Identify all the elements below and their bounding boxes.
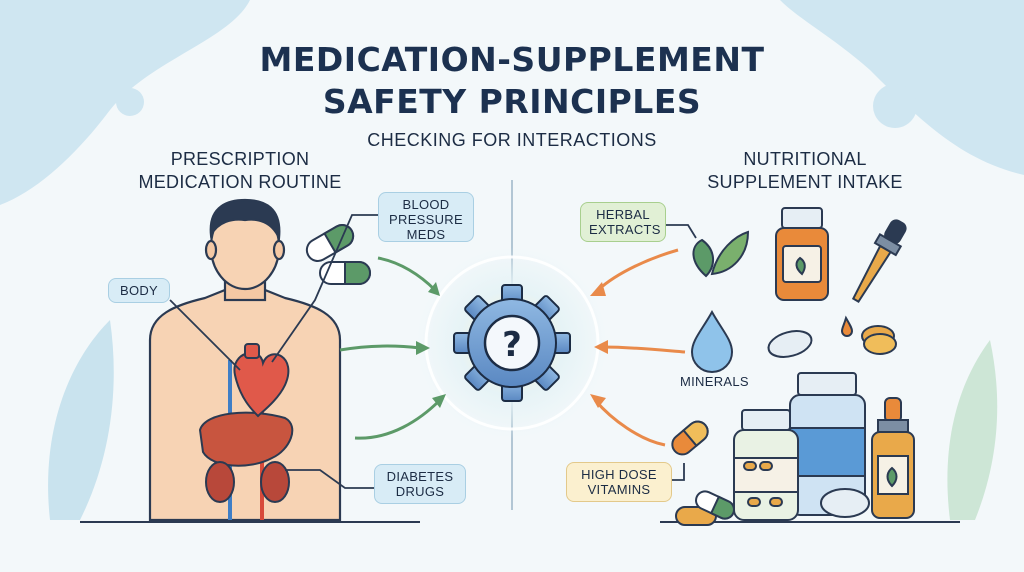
top-right-bubble bbox=[873, 84, 917, 128]
dropper-icon bbox=[840, 219, 907, 337]
left-leaf bbox=[48, 320, 114, 520]
leader-lines bbox=[169, 214, 697, 489]
subtitle: CHECKING FOR INTERACTIONS bbox=[367, 130, 657, 150]
title-line-1: MEDICATION-SUPPLEMENT bbox=[259, 40, 765, 79]
supplement-bottles-bottom bbox=[733, 372, 915, 521]
mineral-drop-icon bbox=[690, 309, 734, 373]
diabetes-label-line-2: DRUGS bbox=[395, 484, 445, 499]
organ-illustrations bbox=[198, 343, 294, 520]
top-left-blob bbox=[0, 0, 250, 205]
body-label-text: BODY bbox=[119, 283, 159, 298]
title-line-2: SAFETY PRINCIPLES bbox=[322, 82, 702, 121]
blood-pressure-meds-label: BLOOD PRESSURE MEDS bbox=[378, 192, 474, 242]
left-heading-line-2: MEDICATION ROUTINE bbox=[138, 172, 342, 192]
diabetes-drugs-label: DIABETES DRUGS bbox=[374, 464, 466, 504]
green-arrowheads bbox=[416, 282, 446, 408]
bp-label-line-1: BLOOD bbox=[402, 197, 450, 212]
right-leaf bbox=[947, 340, 998, 520]
capsule-pills-left bbox=[305, 224, 371, 285]
question-mark: ? bbox=[502, 325, 522, 365]
herb-leaf-icon bbox=[692, 230, 750, 278]
vitamins-label-line-2: VITAMINS bbox=[587, 482, 651, 497]
top-left-bubble bbox=[116, 88, 144, 116]
left-section-heading: PRESCRIPTION MEDICATION ROUTINE bbox=[110, 148, 370, 194]
herbal-extracts-label: HERBAL EXTRACTS bbox=[580, 202, 666, 242]
capsule-pills-right bbox=[671, 420, 735, 526]
high-dose-vitamins-label: HIGH DOSE VITAMINS bbox=[566, 462, 672, 502]
tablet-pills bbox=[767, 325, 897, 358]
right-heading-line-1: NUTRITIONAL bbox=[743, 149, 867, 169]
herbal-label-line-2: EXTRACTS bbox=[589, 222, 661, 237]
bp-label-line-2: PRESSURE bbox=[389, 212, 463, 227]
body-label: BODY bbox=[108, 278, 170, 303]
center-ring bbox=[424, 255, 600, 431]
gear-question-icon bbox=[453, 284, 571, 402]
minerals-label: MINERALS bbox=[680, 374, 749, 389]
orange-arrows bbox=[593, 248, 686, 447]
herbal-label-line-1: HERBAL bbox=[596, 207, 650, 222]
vitamins-label-line-1: HIGH DOSE bbox=[581, 467, 657, 482]
right-section-heading: NUTRITIONAL SUPPLEMENT INTAKE bbox=[690, 148, 920, 194]
left-heading-line-1: PRESCRIPTION bbox=[170, 149, 310, 169]
bp-label-line-3: MEDS bbox=[406, 227, 446, 242]
supplement-bottle-top bbox=[775, 207, 829, 301]
right-heading-line-2: SUPPLEMENT INTAKE bbox=[707, 172, 903, 192]
diabetes-label-line-1: DIABETES bbox=[386, 469, 454, 484]
human-body-illustration bbox=[148, 198, 342, 522]
orange-arrowheads bbox=[590, 282, 608, 408]
green-arrows bbox=[339, 256, 442, 440]
